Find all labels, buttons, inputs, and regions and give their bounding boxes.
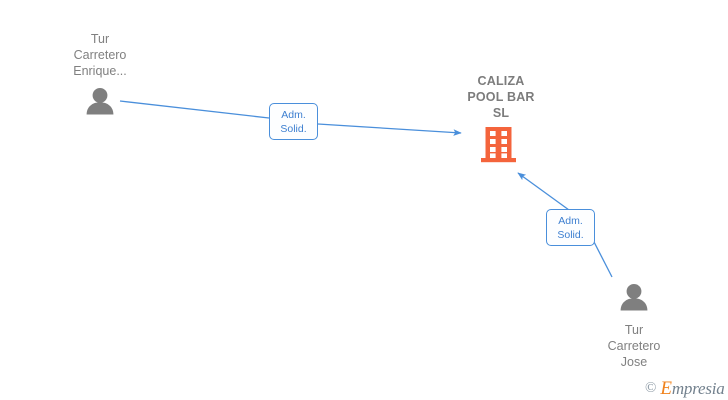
- node-label-person-bottom: Tur Carretero Jose: [607, 323, 661, 369]
- edge-bottom-segment-upper: [517, 172, 570, 211]
- edge-top-segment-right: [317, 123, 462, 136]
- brand-initial: E: [660, 377, 672, 399]
- brand-wordmark: Empresia: [660, 379, 724, 398]
- edge-label-adm-solid-bottom[interactable]: Adm. Solid.: [546, 209, 595, 246]
- edge-bottom[interactable]: [517, 172, 613, 278]
- copyright-icon: ©: [645, 379, 657, 396]
- person-icon[interactable]: [86, 88, 114, 115]
- node-label-person-top: Tur Carretero Enrique...: [73, 32, 127, 78]
- edge-label-adm-solid-top[interactable]: Adm. Solid.: [269, 103, 318, 140]
- node-label-company: CALIZA POOL BAR SL: [467, 74, 535, 120]
- edge-bottom-segment-lower: [591, 237, 613, 278]
- person-icon[interactable]: [620, 284, 648, 311]
- edge-top-segment-left: [119, 100, 270, 119]
- edge-top[interactable]: [119, 100, 462, 136]
- empresia-watermark: © Empresia: [645, 377, 725, 399]
- building-icon[interactable]: [481, 127, 516, 163]
- brand-rest: mpresia: [671, 378, 725, 398]
